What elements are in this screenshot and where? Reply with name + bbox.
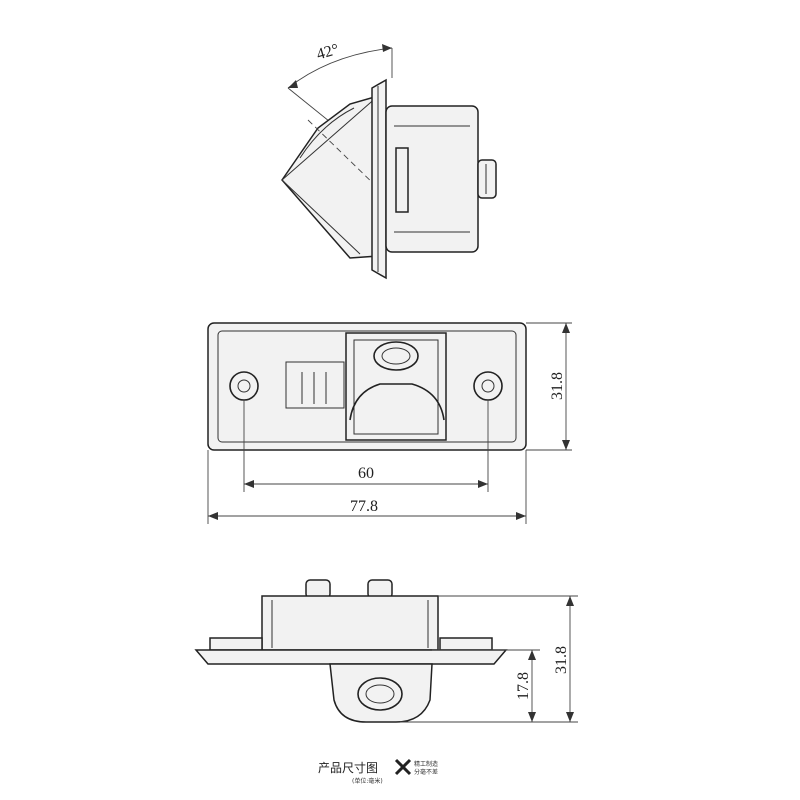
front-plate-inner: [217, 330, 517, 443]
axis-centerline: [307, 119, 381, 191]
lens-pocket-inner: [353, 339, 439, 435]
tab-left: [209, 637, 263, 651]
legend-slogan-2: 分毫不差: [414, 768, 438, 776]
mount-hole-left-inner: [237, 379, 251, 393]
legend-title: 产品尺寸图: [318, 761, 378, 775]
lens-lower-curve: [349, 383, 445, 421]
base-plate: [194, 649, 508, 665]
camera-lens: [373, 341, 419, 371]
top-view: 42°: [281, 41, 497, 280]
angle-arc: [287, 47, 393, 89]
camera-lens-inner: [381, 347, 411, 365]
spacing-arrow-left: [244, 480, 254, 488]
front-view: 31.8 60 77.8: [207, 322, 572, 524]
spacing-arrow-right: [478, 480, 488, 488]
angle-arrow-right: [382, 44, 392, 52]
side-height-arrow-top: [566, 596, 574, 606]
lens-pocket: [345, 332, 447, 441]
legend: 产品尺寸图 (单位:毫米) 精工制造 分毫不差: [318, 758, 438, 785]
lens-curve: [299, 107, 355, 159]
legend-slogan-1: 精工制造: [414, 760, 438, 768]
side-view: 17.8 31.8: [194, 579, 578, 723]
cone-edge-top: [281, 95, 379, 181]
legend-unit: (单位:毫米): [352, 777, 383, 785]
caliper-icon: [394, 758, 412, 776]
overall-width-label: 77.8: [350, 498, 378, 515]
depth-arrow-bottom: [528, 712, 536, 722]
side-lens: [357, 677, 403, 711]
side-height-arrow-bottom: [566, 712, 574, 722]
flange-plate: [371, 78, 387, 280]
lens-cone: [281, 95, 379, 259]
connector-nub: [477, 159, 497, 199]
width-arrow-right: [516, 512, 526, 520]
height-arrow-bottom: [562, 440, 570, 450]
lens-housing: [329, 663, 433, 723]
depth-arrow-top: [528, 650, 536, 660]
mount-hole-right-inner: [481, 379, 495, 393]
hole-spacing-label: 60: [358, 465, 374, 482]
width-arrow-left: [208, 512, 218, 520]
label-sticker: [285, 361, 345, 409]
front-height-label: 31.8: [549, 372, 566, 400]
side-lens-inner: [365, 684, 395, 704]
height-arrow-top: [562, 323, 570, 333]
housing-slot: [395, 147, 409, 213]
angle-label: 42°: [315, 41, 341, 64]
angle-arrow-left: [288, 80, 298, 88]
tab-right: [439, 637, 493, 651]
side-housing: [261, 595, 439, 651]
cone-edge-bottom: [281, 179, 361, 255]
lens-depth-label: 17.8: [515, 672, 532, 700]
side-height-label: 31.8: [553, 646, 570, 674]
